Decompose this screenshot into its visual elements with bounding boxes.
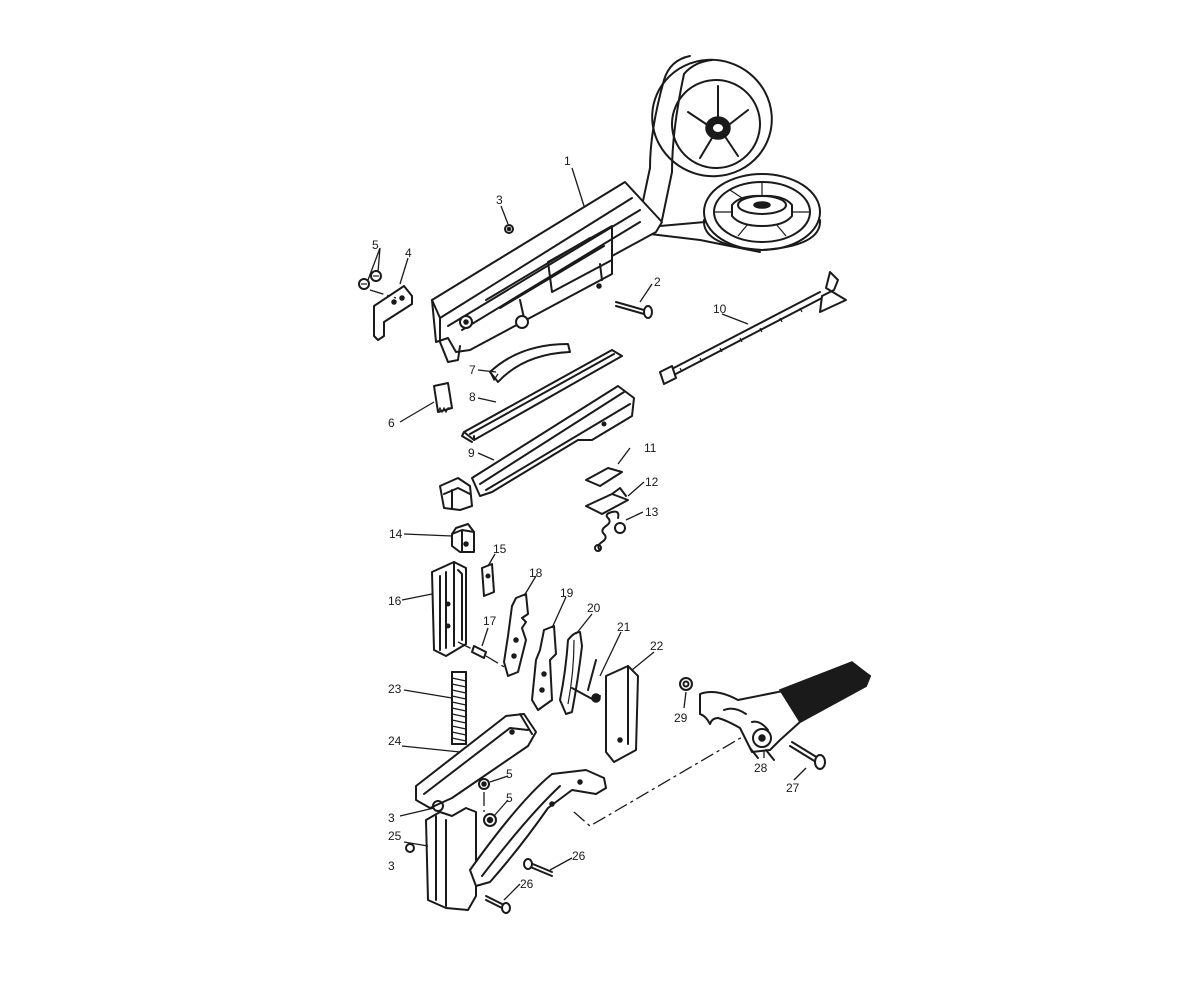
callout-10: 10 [713,302,727,316]
callout-5c: 5 [506,791,513,805]
part-26-pins [485,858,553,914]
part-1-frame-with-reel-housing [431,55,822,363]
part-9-lower-channel [439,385,635,511]
part-20-curved-arm [559,631,583,715]
part-5-screws-top [358,270,397,299]
part-4-bracket [373,285,413,341]
callout-14: 14 [389,527,403,541]
callout-5: 5 [372,238,379,252]
part-29-washer [679,677,693,691]
part-24-upper-bracket [415,713,537,809]
callout-19: 19 [560,586,574,600]
callout-12: 12 [645,475,659,489]
part-15-plate [481,563,495,597]
callout-16: 16 [388,594,402,608]
callout-7: 7 [469,363,476,377]
part-10-push-rod [659,271,847,385]
callout-18: 18 [529,566,543,580]
part-28-operating-handle [699,661,871,761]
callout-28: 28 [754,761,768,775]
callout-8: 8 [469,390,476,404]
part-5-screws-lower [478,778,497,827]
callout-23: 23 [388,682,402,696]
part-14-clamp-block [451,523,475,553]
callout-21: 21 [617,620,631,634]
callout-13: 13 [645,505,659,519]
callout-5b: 5 [506,767,513,781]
callout-24: 24 [388,734,402,748]
part-3-retaining-ring-top [504,224,514,234]
part-16-side-housing [431,561,467,657]
part-22-cover-plate [605,665,639,763]
part-25-base-housing [425,769,607,911]
part-2-pin [615,301,653,319]
leader-lines [367,167,807,901]
part-21-spring-wire [571,659,601,703]
part-19-lever-plate [531,625,557,711]
callout-29: 29 [674,711,688,725]
callout-20: 20 [587,601,601,615]
callout-25: 25 [388,829,402,843]
callout-2: 2 [654,275,661,289]
callout-3c: 3 [388,859,395,873]
callout-3: 3 [496,193,503,207]
part-18-lever-plate [503,593,529,677]
callout-27: 27 [786,781,800,795]
part-12-latch [585,487,629,515]
callout-17: 17 [483,614,497,628]
part-8-guide-bar [461,349,623,443]
part-3-retaining-rings-lower [405,800,444,853]
part-6-gripper [433,382,453,414]
assembly-centerline [573,735,745,827]
callout-3b: 3 [388,811,395,825]
part-7-spring-strip [489,343,571,383]
callout-11: 11 [644,441,657,455]
callout-9: 9 [468,446,475,460]
part-13-spring [594,510,626,552]
part-27-pin [789,741,826,770]
callout-26: 26 [572,849,586,863]
part-23-compression-spring [451,671,467,745]
callout-labels: 1 2 3 4 5 6 7 8 9 10 11 12 13 14 15 16 1… [372,154,800,891]
callout-6: 6 [388,416,395,430]
callout-4: 4 [405,246,412,260]
part-17-pin [457,641,507,669]
callout-1: 1 [564,154,571,168]
part-11-clip [585,467,623,487]
callout-22: 22 [650,639,664,653]
callout-26b: 26 [520,877,534,891]
callout-15: 15 [493,542,507,556]
